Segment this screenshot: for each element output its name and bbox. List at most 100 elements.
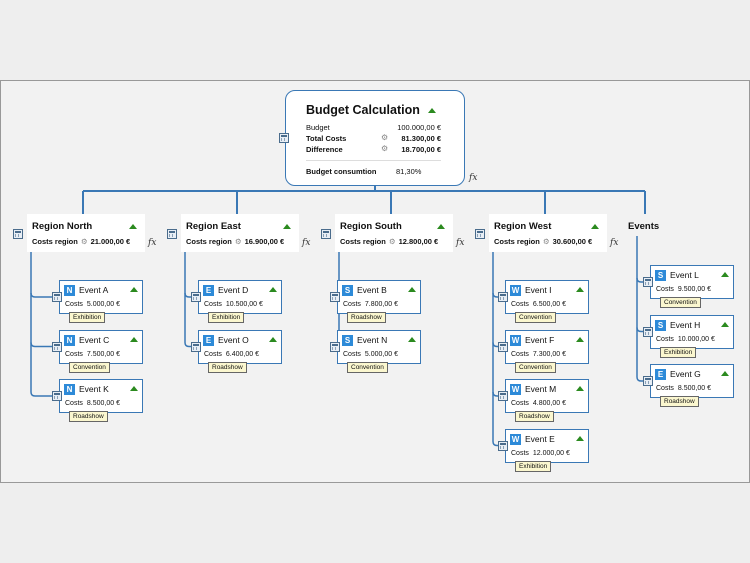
collapse-arrow-icon[interactable] [576,386,584,391]
collapse-arrow-icon[interactable] [576,336,584,342]
spreadsheet-icon[interactable] [498,341,508,352]
collapse-arrow-icon[interactable] [130,287,138,292]
formula-icon[interactable]: fx [456,238,465,248]
event-type-tag: Exhibition [660,346,697,358]
spreadsheet-icon[interactable] [643,376,653,386]
formula-icon[interactable]: fx [610,238,619,248]
spreadsheet-icon[interactable] [52,341,62,352]
collapse-arrow-icon[interactable] [576,435,584,441]
spreadsheet-icon[interactable] [498,391,508,401]
collapse-arrow-icon[interactable] [428,108,436,113]
event-name: Event O [218,334,249,345]
divider [306,160,441,161]
collapse-arrow-icon[interactable] [721,272,729,277]
gear-icon: ⚙ [381,133,389,142]
collapse-arrow-icon[interactable] [130,336,138,342]
collapse-arrow-icon[interactable] [576,287,584,292]
region-costs: Costs region⚙30.600,00 € [494,237,592,246]
collapse-arrow-icon[interactable] [269,336,277,342]
spreadsheet-icon[interactable] [52,292,62,302]
collapse-arrow-icon[interactable] [269,287,277,292]
total-costs-label: Total Costs [306,134,347,143]
difference-value: 18.700,00 € [401,145,441,154]
spreadsheet-icon[interactable] [13,229,23,239]
region-badge: S [342,285,353,296]
event-name: Event D [218,285,249,295]
gear-icon: ⚙ [381,144,389,153]
collapse-arrow-icon[interactable] [437,224,445,229]
collapse-arrow-icon[interactable] [408,336,416,342]
formula-icon[interactable]: fx [302,238,311,248]
budget-value: 100.000,00 € [397,123,441,132]
event-costs-label: Costs [204,350,222,358]
formula-icon[interactable]: fx [469,173,478,183]
collapse-arrow-icon[interactable] [591,224,599,229]
event-costs-value: 10.000,00 € [677,335,715,343]
region-costs-label: Costs region [494,237,540,246]
collapse-arrow-icon[interactable] [130,386,138,391]
collapse-arrow-icon[interactable] [721,321,729,327]
root-node-budget-calculation[interactable]: Budget Calculation Budget 100.000,00 € T… [285,90,465,186]
event-type-tag: Roadshow [69,411,108,422]
region-badge: N [64,384,75,395]
spreadsheet-icon[interactable] [191,292,201,302]
gear-icon: ⚙ [542,237,550,246]
region-badge: E [203,334,214,346]
event-type-tag: Exhibition [515,460,552,472]
spreadsheet-icon[interactable] [330,341,340,352]
collapse-arrow-icon[interactable] [129,224,137,229]
spreadsheet-icon[interactable] [475,229,485,239]
spreadsheet-icon[interactable] [167,229,177,239]
spreadsheet-icon[interactable] [191,341,201,352]
spreadsheet-icon[interactable] [643,326,653,337]
event-costs-value: 5.000,00 € [86,301,120,308]
spreadsheet-icon[interactable] [52,391,62,401]
spreadsheet-icon[interactable] [330,292,340,302]
event-type-tag: Roadshow [347,312,386,323]
event-costs-value: 7.500,00 € [86,350,120,358]
spreadsheet-icon[interactable] [643,277,653,287]
event-costs-value: 6.400,00 € [225,350,259,358]
spreadsheet-icon[interactable] [279,133,289,143]
spreadsheet-icon[interactable] [498,292,508,302]
collapse-arrow-icon[interactable] [283,224,291,229]
region-costs: Costs region⚙16.900,00 € [186,237,284,246]
region-costs-label: Costs region [186,237,232,246]
event-costs-value: 8.500,00 € [677,385,711,392]
events-group-label[interactable]: Events [628,221,660,232]
collapse-arrow-icon[interactable] [408,287,416,292]
spreadsheet-icon[interactable] [498,440,508,451]
event-type-tag: Convention [69,361,110,373]
root-title: Budget Calculation [306,103,420,117]
event-name: Event N [357,334,388,345]
formula-icon[interactable]: fx [148,238,157,248]
spreadsheet-icon[interactable] [321,229,331,239]
region-badge: E [655,369,666,380]
collapse-arrow-icon[interactable] [721,371,729,376]
